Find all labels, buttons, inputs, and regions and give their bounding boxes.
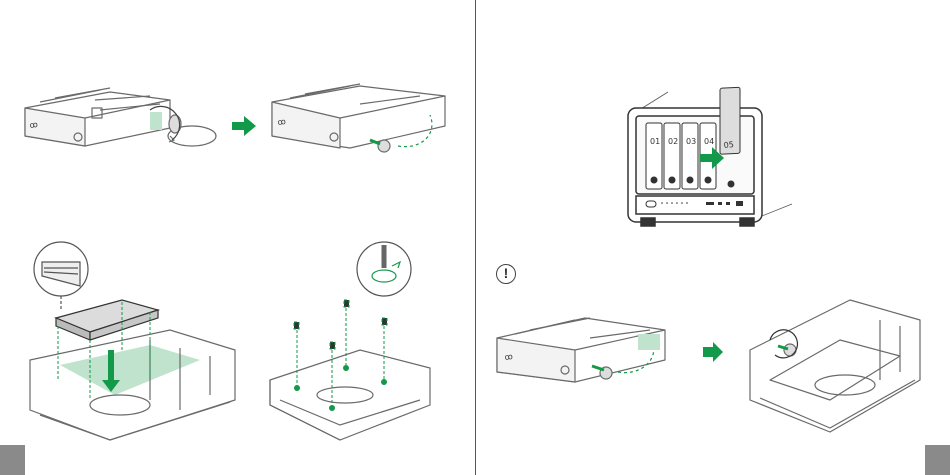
- bay-label: 03: [686, 137, 696, 146]
- page-tab-right: [925, 445, 950, 475]
- drive-bay: [646, 123, 662, 189]
- tray-slot-highlight: [638, 334, 660, 350]
- drive-bay: [682, 123, 698, 189]
- svg-text:ꝏ: ꝏ: [504, 352, 513, 362]
- tray-bottom-with-screw: [750, 300, 920, 432]
- bay-label: 02: [668, 137, 678, 146]
- drive-bay: [664, 123, 680, 189]
- bay-label: 01: [650, 137, 660, 146]
- page-tab-left: [0, 445, 25, 475]
- arrow-right-icon: [703, 342, 723, 362]
- caution-icon: !: [496, 264, 516, 284]
- bay-label: 05: [723, 140, 734, 150]
- bay-label: 04: [704, 137, 714, 146]
